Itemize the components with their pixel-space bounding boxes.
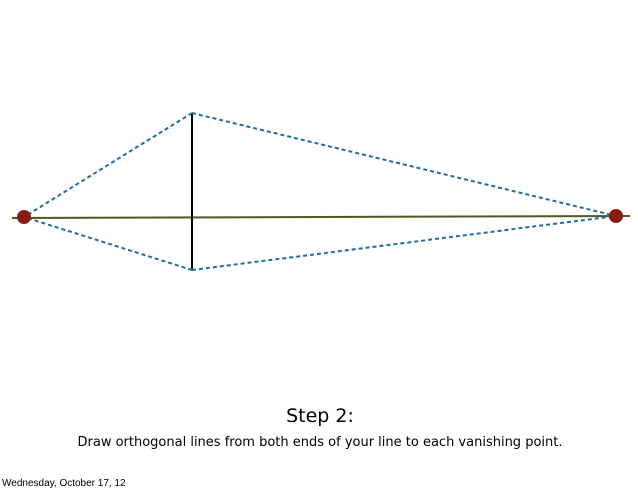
orthogonal-top-right <box>191 112 617 217</box>
orthogonal-top-left <box>23 112 193 218</box>
right-vanishing-point <box>609 209 623 223</box>
perspective-diagram <box>11 112 631 271</box>
orthogonal-bottom-left <box>23 216 193 271</box>
step-title: Step 2: <box>286 405 354 427</box>
date-footer: Wednesday, October 17, 12 <box>2 478 126 489</box>
step-instruction: Draw orthogonal lines from both ends of … <box>77 435 563 450</box>
left-vanishing-point <box>17 210 31 224</box>
horizon-line <box>11 215 631 219</box>
orthogonal-bottom-right <box>191 215 617 271</box>
